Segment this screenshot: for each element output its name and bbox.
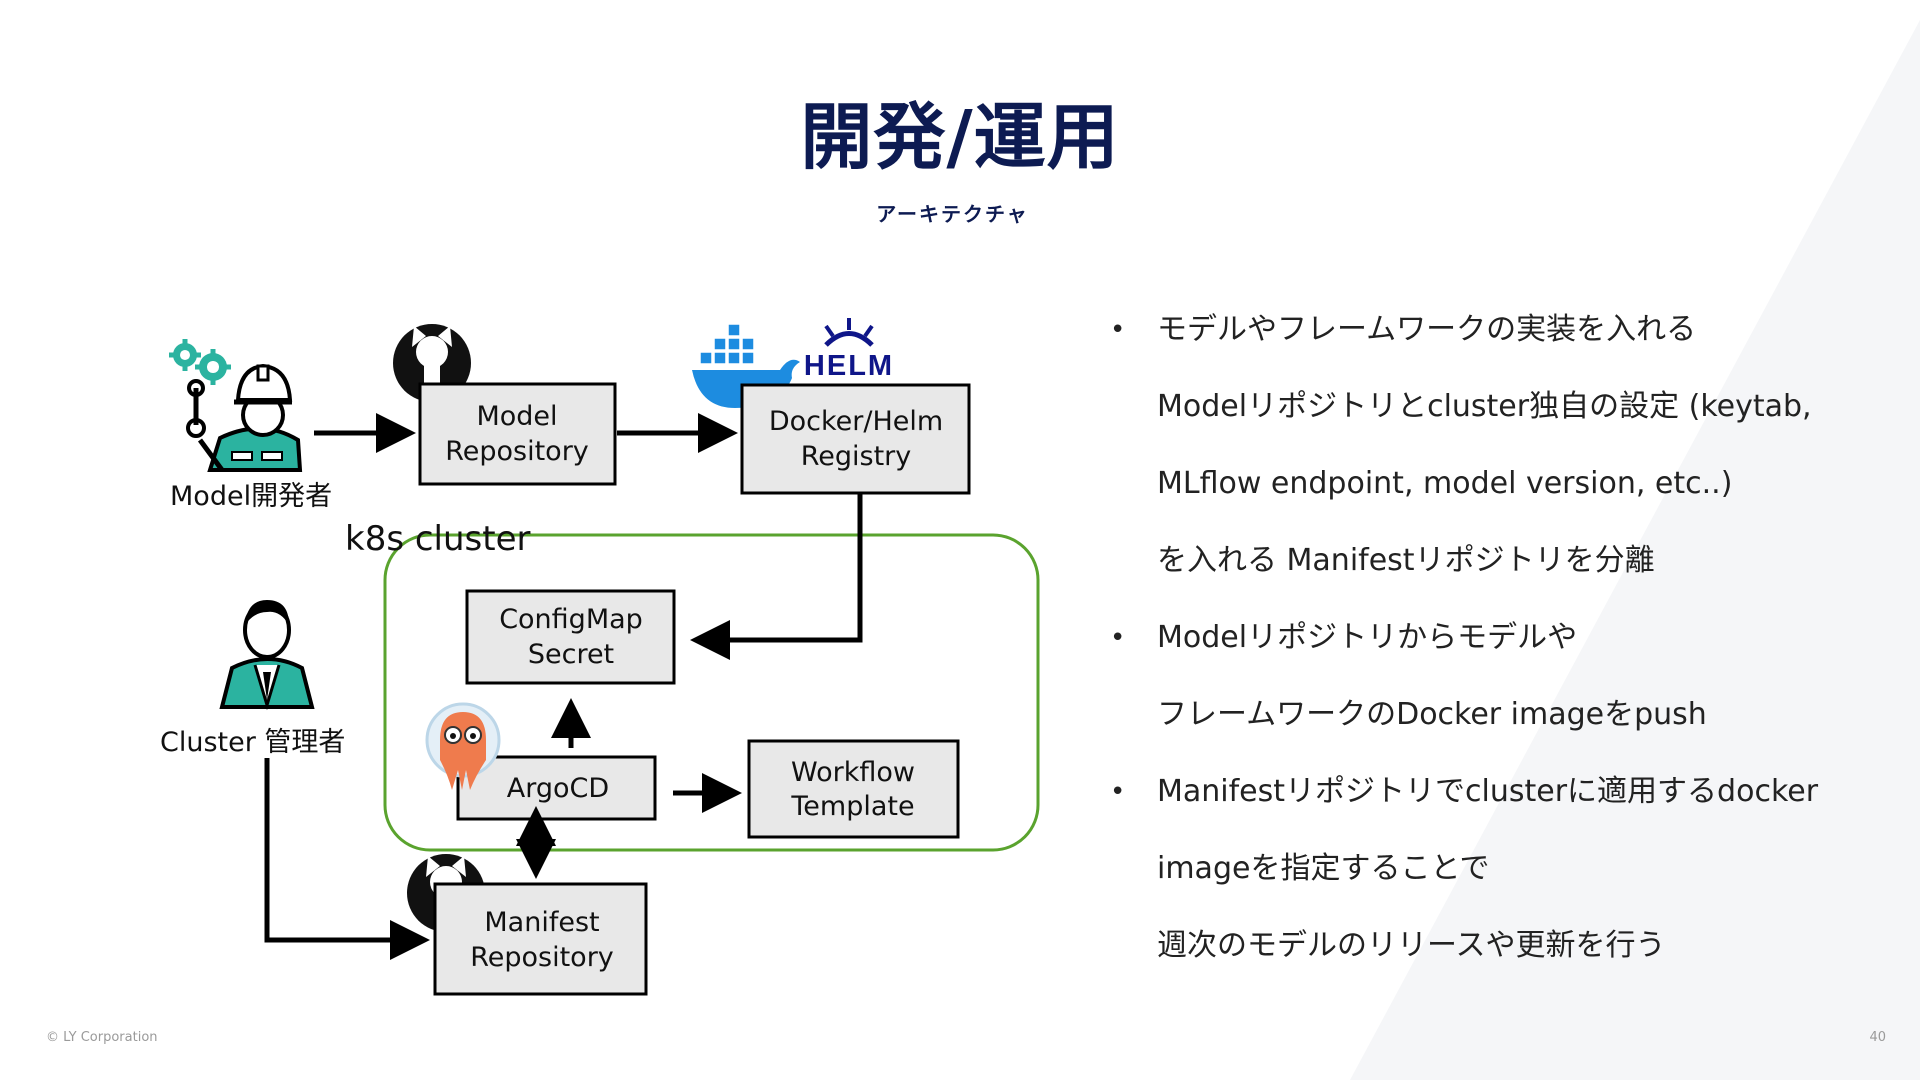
bullet-line: フレームワークのDocker imageをpush xyxy=(1105,685,1885,762)
box-text: Manifest xyxy=(484,907,599,938)
bullet-list: • モデルやフレームワークの実装を入れる Modelリポジトリとcluster独自… xyxy=(1105,300,1885,993)
bullet-text: Manifestリポジトリでclusterに適用するdocker xyxy=(1157,774,1819,809)
box-text: Template xyxy=(790,791,914,822)
bullet-dot: • xyxy=(1110,315,1126,345)
box-text: ConfigMap xyxy=(499,604,643,635)
manager-icon xyxy=(219,600,315,711)
bullet-text: Modelリポジトリからモデルや xyxy=(1157,620,1578,655)
bullet-text: 週次のモデルのリリースや更新を行う xyxy=(1157,928,1666,963)
helm-icon: HELM xyxy=(804,318,894,414)
box-text: ArgoCD xyxy=(507,773,609,804)
arrow-registry-to-configmap xyxy=(690,493,863,660)
box-text: Docker/Helm xyxy=(769,406,943,437)
bullet-text: imageを指定することで xyxy=(1157,851,1490,886)
k8s-cluster-label: k8s cluster xyxy=(345,519,530,559)
box-text: Registry xyxy=(801,441,912,472)
model-repository-box: Model Repository xyxy=(418,382,617,486)
bullet-text: フレームワークのDocker imageをpush xyxy=(1157,697,1707,732)
bullet-line: • Modelリポジトリからモデルや xyxy=(1105,608,1885,685)
bullet-text: MLflow endpoint, model version, etc..) xyxy=(1157,466,1733,501)
bullet-line: imageを指定することで xyxy=(1105,839,1885,916)
bullet-line: • Manifestリポジトリでclusterに適用するdocker xyxy=(1105,762,1885,839)
cluster-admin-label: Cluster 管理者 xyxy=(160,727,345,758)
registry-box: Docker/Helm Registry xyxy=(740,383,971,495)
box-text: Model xyxy=(476,401,557,432)
bullet-line: MLflow endpoint, model version, etc..) xyxy=(1105,454,1885,531)
slide-subtitle: アーキテクチャ xyxy=(876,202,1029,226)
copyright-footer: © LY Corporation xyxy=(46,1030,158,1045)
bullet-line: 週次のモデルのリリースや更新を行う xyxy=(1105,916,1885,993)
box-text: Repository xyxy=(470,942,614,973)
box-text: Secret xyxy=(528,639,614,670)
slide-title: 開発/運用 xyxy=(800,95,1120,179)
configmap-secret-box: ConfigMap Secret xyxy=(465,589,676,685)
bullet-line: Modelリポジトリとcluster独自の設定 (keytab, xyxy=(1105,377,1885,454)
box-text: Repository xyxy=(445,436,589,467)
arrow-admin-to-manifest-repo xyxy=(264,758,430,960)
k8s-cluster-boundary xyxy=(383,533,1040,852)
argocd-box: ArgoCD xyxy=(456,755,657,821)
argo-icon xyxy=(425,702,501,790)
bullet-line: を入れる Manifestリポジトリを分離 xyxy=(1105,531,1885,608)
worker-icon xyxy=(186,363,303,472)
bullet-text: モデルやフレームワークの実装を入れる xyxy=(1157,312,1697,347)
page-number: 40 xyxy=(1869,1030,1886,1045)
gear-icon xyxy=(169,339,231,385)
manifest-repository-box: Manifest Repository xyxy=(433,882,648,996)
bullet-line: • モデルやフレームワークの実装を入れる xyxy=(1105,300,1885,377)
bullet-text: を入れる Manifestリポジトリを分離 xyxy=(1157,543,1655,578)
bullet-dot: • xyxy=(1110,777,1126,807)
helm-wordmark: HELM xyxy=(804,350,894,382)
bullet-dot: • xyxy=(1110,623,1126,653)
workflow-template-box: Workflow Template xyxy=(747,739,960,839)
model-developer-label: Model開発者 xyxy=(170,481,332,512)
box-text: Workflow xyxy=(791,757,915,788)
bullet-text: Modelリポジトリとcluster独自の設定 (keytab, xyxy=(1157,389,1812,424)
